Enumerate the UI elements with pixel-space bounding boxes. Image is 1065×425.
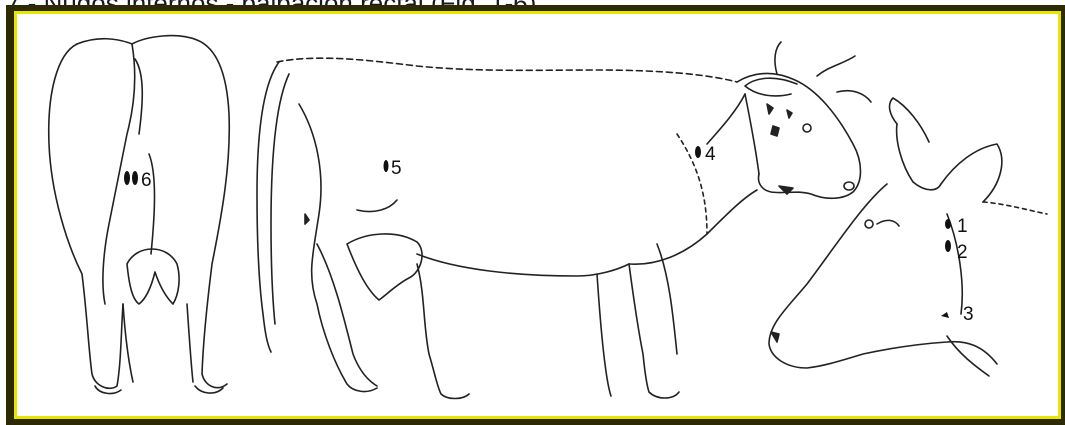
node-marker-5	[384, 160, 389, 172]
node-label-2: 2	[957, 242, 968, 263]
node-label-3: 3	[963, 304, 974, 325]
cow-lymph-node-diagram: 1 2 3 4 5 6	[17, 14, 1053, 412]
cow-side-view	[257, 42, 871, 399]
node-label-4: 4	[705, 144, 716, 165]
node-labels: 1 2 3 4 5 6	[141, 144, 974, 325]
cow-rear-view	[49, 36, 230, 394]
figure-border: 1 2 3 4 5 6	[14, 11, 1061, 419]
node-marker-4	[695, 146, 701, 158]
node-marker-6b	[132, 171, 138, 185]
node-marker-6a	[124, 171, 130, 185]
illustration-canvas: 1 2 3 4 5 6	[17, 14, 1058, 416]
node-label-6: 6	[141, 170, 152, 191]
node-marker-3	[941, 312, 949, 318]
cow-head-detail	[769, 98, 1047, 376]
node-marker-1	[945, 219, 951, 229]
node-label-1: 1	[957, 216, 968, 237]
node-label-5: 5	[391, 158, 402, 179]
node-marker-2	[945, 240, 951, 252]
lymph-node-markers	[124, 146, 951, 318]
figure-frame: 1 2 3 4 5 6	[6, 5, 1065, 425]
